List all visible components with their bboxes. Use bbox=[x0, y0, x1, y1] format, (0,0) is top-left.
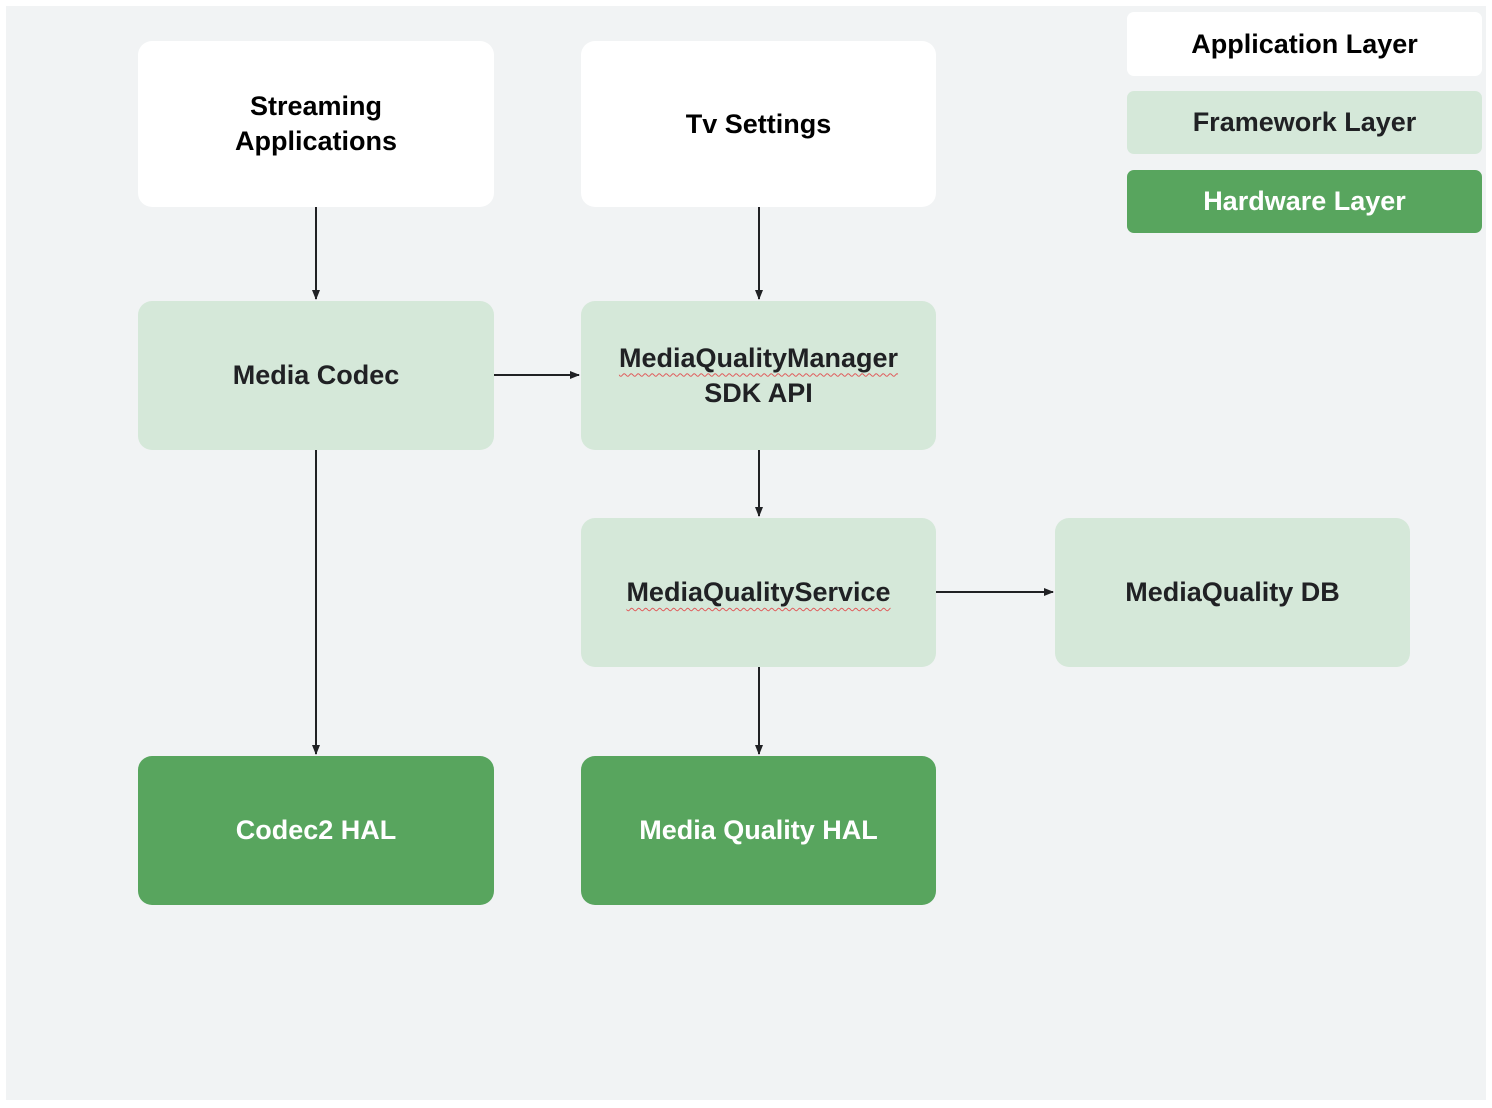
node-mq-db-label: MediaQuality DB bbox=[1125, 577, 1340, 607]
legend-application-label: Application Layer bbox=[1191, 28, 1418, 59]
legend-framework-label: Framework Layer bbox=[1192, 107, 1417, 137]
node-mqm-line2: SDK API bbox=[704, 377, 813, 408]
node-streaming-applications: Streaming Applications bbox=[138, 41, 494, 207]
node-mqm-line1: MediaQualityManager bbox=[618, 342, 899, 373]
legend-hardware-layer: Hardware Layer bbox=[1127, 170, 1482, 233]
legend-framework-layer: Framework Layer bbox=[1127, 91, 1482, 154]
node-mediaqualityservice: MediaQualityService bbox=[581, 518, 936, 667]
node-streaming-line2: Applications bbox=[234, 126, 397, 156]
node-mediaquality-db: MediaQuality DB bbox=[1055, 518, 1410, 667]
node-tv-settings: Tv Settings bbox=[581, 41, 936, 207]
node-codec2-hal: Codec2 HAL bbox=[138, 756, 494, 905]
node-codec2-hal-label: Codec2 HAL bbox=[235, 815, 397, 845]
node-mediaqualitymanager-sdk: MediaQualityManager SDK API bbox=[581, 301, 936, 450]
node-mq-hal-label: Media Quality HAL bbox=[639, 815, 878, 845]
legend-application-layer: Application Layer bbox=[1127, 12, 1482, 76]
node-media-codec-label: Media Codec bbox=[232, 360, 400, 390]
node-tv-settings-label: Tv Settings bbox=[685, 108, 832, 139]
node-media-quality-hal: Media Quality HAL bbox=[581, 756, 936, 905]
node-streaming-line1: Streaming bbox=[249, 91, 383, 121]
legend-hardware-label: Hardware Layer bbox=[1203, 186, 1406, 216]
node-mq-service-label: MediaQualityService bbox=[626, 577, 891, 607]
node-media-codec: Media Codec bbox=[138, 301, 494, 450]
